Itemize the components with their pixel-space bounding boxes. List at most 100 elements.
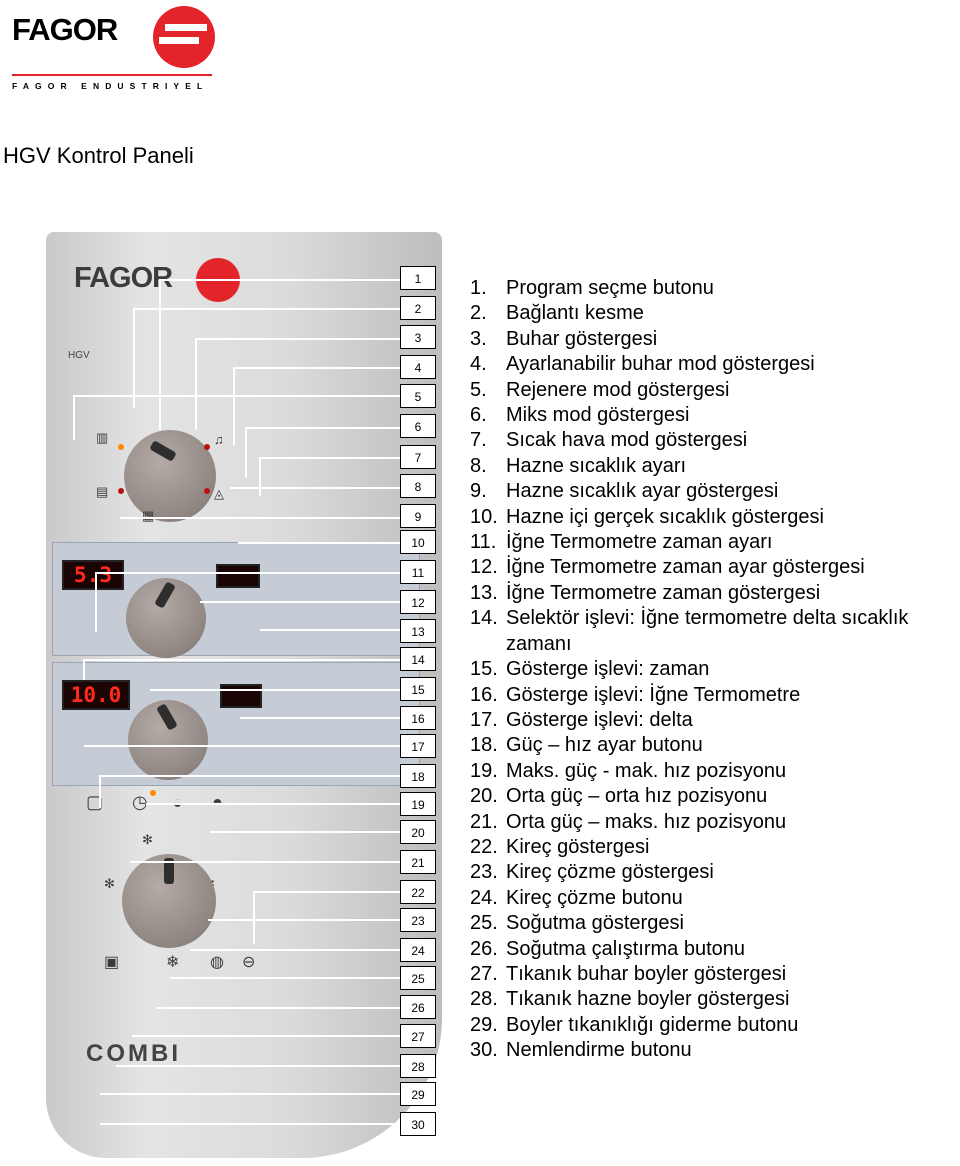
- steam-icon: ▥: [96, 430, 109, 445]
- legend-text: Hazne içi gerçek sıcaklık göstergesi: [506, 505, 824, 528]
- logo-wordmark: FAGOR: [12, 12, 118, 47]
- logo-emblem-bar: [159, 37, 199, 44]
- page-title: HGV Kontrol Paneli: [3, 143, 194, 168]
- legend-text: Kireç göstergesi: [506, 835, 650, 858]
- program-select-knob: [124, 430, 216, 522]
- logo-rule: [12, 74, 212, 76]
- fan-icon: ✻: [104, 876, 115, 891]
- indicator-led: [118, 488, 124, 494]
- legend-text: Buhar göstergesi: [506, 327, 658, 350]
- legend-number: 12.: [470, 556, 498, 579]
- humidify-icon: ⊖: [242, 954, 256, 971]
- probe-time-display: 10.0: [62, 680, 130, 710]
- legend-item: 28.Tıkanık hazne boyler göstergesi: [470, 987, 958, 1012]
- legend-number: 5.: [470, 378, 487, 401]
- legend-item: 22.Kireç göstergesi: [470, 835, 958, 860]
- callout-number: 26: [400, 995, 436, 1019]
- mode-icon: ◬: [214, 486, 224, 501]
- legend-item: 20. Orta güç – orta hız pozisyonu: [470, 784, 958, 809]
- callout-number: 10: [400, 530, 436, 554]
- control-panel-photo: FAGOR HGV ▥ ♫ ▤ ◬ ▦ 5.3 10.0 ▢ ◷ ◒ ◓ ✻ ✻…: [46, 232, 442, 1158]
- callout-number: 28: [400, 1054, 436, 1078]
- clock-icon: ◷: [132, 792, 148, 812]
- callout-number: 21: [400, 850, 436, 874]
- legend-number: 29.: [470, 1013, 498, 1036]
- fan-icon: ✻: [142, 832, 153, 847]
- legend-item: 24.Kireç çözme butonu: [470, 886, 958, 911]
- callout-number: 24: [400, 938, 436, 962]
- legend-number: 23.: [470, 861, 498, 884]
- legend-text: Orta güç – orta hız pozisyonu: [506, 785, 768, 808]
- indicator-led: [204, 444, 210, 450]
- legend-number: 13.: [470, 581, 498, 604]
- legend-item: 6.Miks mod göstergesi: [470, 403, 958, 428]
- mode-icon: ▤: [96, 484, 109, 499]
- legend-text: İğne Termometre zaman ayarı: [506, 531, 773, 554]
- legend-text: Boyler tıkanıklığı giderme butonu: [506, 1013, 799, 1036]
- indicator-led: [118, 444, 124, 450]
- delta-icon: ◓: [212, 792, 223, 812]
- legend-number: 10.: [470, 505, 498, 528]
- legend-text: Soğutma göstergesi: [506, 912, 684, 935]
- legend-item: 25.Soğutma göstergesi: [470, 911, 958, 936]
- legend-number: 11.: [470, 531, 497, 554]
- callout-number: 12: [400, 590, 436, 614]
- legend-number: 8.: [470, 454, 487, 477]
- temperature-display: 5.3: [62, 560, 124, 590]
- knob-pointer: [164, 858, 174, 884]
- legend-text: Gösterge işlevi: zaman: [506, 658, 710, 681]
- legend-item: 7. Sıcak hava mod göstergesi: [470, 428, 958, 453]
- legend-number: 21.: [470, 810, 498, 833]
- legend-number: 6.: [470, 404, 487, 427]
- legend-item: 11. İğne Termometre zaman ayarı: [470, 530, 958, 555]
- legend-text: Kireç çözme göstergesi: [506, 861, 714, 884]
- callout-number: 7: [400, 445, 436, 469]
- legend-text: Gösterge işlevi: delta: [506, 708, 693, 731]
- callout-number: 11: [400, 560, 436, 584]
- legend-item: 3. Buhar göstergesi: [470, 327, 958, 352]
- legend-number: 17.: [470, 708, 498, 731]
- logo-subtitle: FAGOR ENDUSTRIYEL: [12, 81, 209, 91]
- panel-model: HGV: [68, 350, 90, 361]
- legend-text: Rejenere mod göstergesi: [506, 378, 730, 401]
- legend-item: 18.Güç – hız ayar butonu: [470, 733, 958, 758]
- legend-text: İğne Termometre zaman göstergesi: [506, 581, 821, 604]
- legend-item: 17. Gösterge işlevi: delta: [470, 708, 958, 733]
- legend-item: 8. Hazne sıcaklık ayarı: [470, 454, 958, 479]
- legend-number: 3.: [470, 327, 487, 350]
- legend-number: 7.: [470, 429, 487, 452]
- callout-number: 5: [400, 384, 436, 408]
- legend-number: 28.: [470, 988, 498, 1011]
- legend-item: 5. Rejenere mod göstergesi: [470, 378, 958, 403]
- legend-text: Hazne sıcaklık ayarı: [506, 454, 687, 477]
- legend-text: İğne Termometre zaman ayar göstergesi: [506, 556, 865, 579]
- callout-number: 3: [400, 325, 436, 349]
- callout-number: 9: [400, 504, 436, 528]
- legend-number: 19.: [470, 759, 498, 782]
- legend-item: 30.Nemlendirme butonu: [470, 1038, 958, 1063]
- callout-number: 8: [400, 474, 436, 498]
- legend-number: 20.: [470, 785, 498, 808]
- legend-item: 1.Program seçme butonu: [470, 276, 958, 301]
- cooling-icon: ❄: [166, 954, 180, 971]
- legend-text: Nemlendirme butonu: [506, 1039, 692, 1062]
- legend-text: Kireç çözme butonu: [506, 886, 683, 909]
- legend-item: 19.Maks. güç - mak. hız pozisyonu: [470, 759, 958, 784]
- legend-text: Tıkanık buhar boyler göstergesi: [506, 962, 787, 985]
- logo-emblem-bar: [165, 24, 207, 31]
- indicator-led: [150, 790, 156, 796]
- bell-icon: ♫: [214, 432, 224, 447]
- callout-number: 30: [400, 1112, 436, 1136]
- callout-number: 16: [400, 706, 436, 730]
- boiler-icon: ◍: [210, 954, 224, 971]
- legend-number: 15.: [470, 658, 498, 681]
- legend-number: 26.: [470, 937, 498, 960]
- fagor-logo: FAGOR FAGOR ENDUSTRIYEL: [12, 4, 215, 91]
- callout-number: 22: [400, 880, 436, 904]
- legend-text: Ayarlanabilir buhar mod göstergesi: [506, 353, 815, 376]
- panel-footer-label: COMBI: [86, 1040, 181, 1067]
- legend-text: Sıcak hava mod göstergesi: [506, 429, 748, 452]
- legend-item: 14.Selektör işlevi: İğne termometre delt…: [470, 606, 958, 657]
- legend-item: 26.Soğutma çalıştırma butonu: [470, 937, 958, 962]
